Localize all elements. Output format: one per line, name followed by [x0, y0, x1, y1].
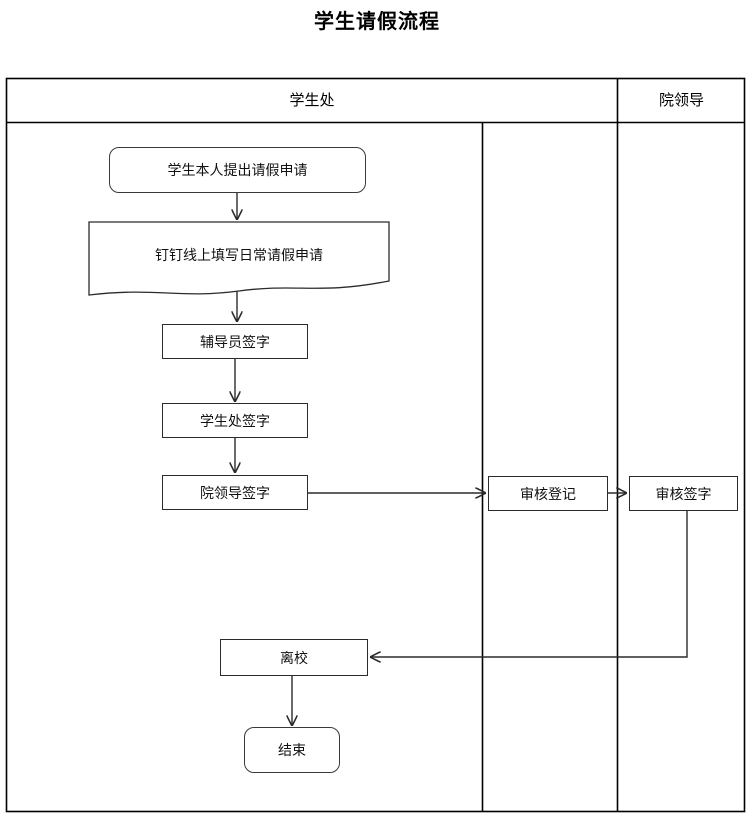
node-end-label: 结束 — [278, 743, 306, 759]
node-review-sign[interactable]: 审核签字 — [629, 476, 738, 511]
swimlane-frame — [5, 77, 746, 813]
document-shape-icon — [88, 221, 390, 296]
node-office-sign-label: 学生处签字 — [200, 413, 270, 430]
node-start-label: 学生本人提出请假申请 — [167, 163, 308, 179]
node-leave-campus[interactable]: 离校 — [220, 639, 368, 676]
node-office-sign[interactable]: 学生处签字 — [162, 403, 308, 438]
node-counselor-sign[interactable]: 辅导员签字 — [162, 324, 308, 359]
edge-reviewsign-to-leavecampus — [371, 511, 688, 657]
node-end[interactable]: 结束 — [244, 727, 340, 773]
node-leader-sign[interactable]: 院领导签字 — [162, 475, 308, 510]
node-leader-sign-label: 院领导签字 — [200, 485, 270, 502]
node-review-register-label: 审核登记 — [520, 486, 576, 503]
page-title: 学生请假流程 — [314, 9, 440, 33]
node-review-register[interactable]: 审核登记 — [488, 476, 608, 511]
lane-header-college-leadership: 院领导 — [658, 91, 704, 109]
lane-header-student-affairs: 学生处 — [289, 91, 335, 109]
node-dingtalk-form[interactable]: 钉钉线上填写日常请假申请 — [88, 221, 390, 299]
node-review-sign-label: 审核签字 — [655, 486, 712, 503]
node-counselor-sign-label: 辅导员签字 — [200, 334, 270, 351]
node-start[interactable]: 学生本人提出请假申请 — [109, 147, 366, 193]
node-leave-campus-label: 离校 — [280, 650, 308, 667]
